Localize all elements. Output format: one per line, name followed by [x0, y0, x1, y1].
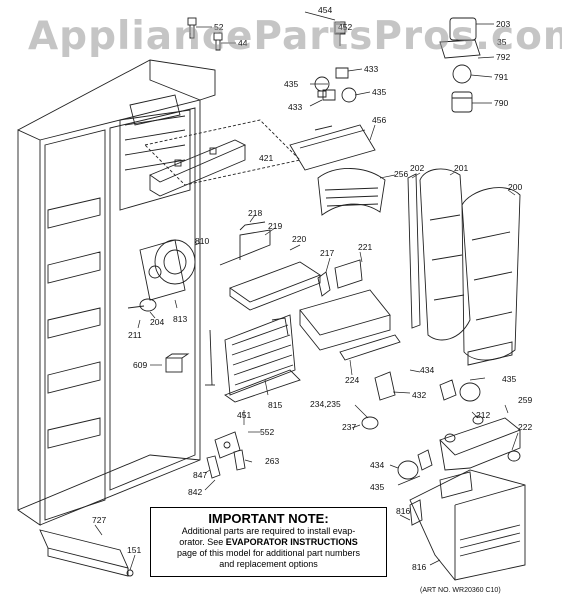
- part-label-204: 204: [150, 317, 164, 327]
- note-line-2-bold: EVAPORATOR INSTRUCTIONS: [225, 537, 358, 547]
- part-label-452a: 452: [338, 22, 352, 32]
- sensor-454: [304, 11, 346, 46]
- part-label-434b: 434: [370, 460, 384, 470]
- part-label-727: 727: [92, 515, 106, 525]
- part-label-842: 842: [188, 487, 202, 497]
- note-line-3: page of this model for additional part n…: [176, 548, 361, 558]
- part-label-813: 813: [173, 314, 187, 324]
- part-label-201: 201: [454, 163, 468, 173]
- part-label-237: 237: [342, 422, 356, 432]
- part-label-816a: 816: [396, 506, 410, 516]
- fan-motor-810: [127, 239, 196, 312]
- part-label-456: 456: [372, 115, 386, 125]
- part-label-435a: 435: [284, 79, 298, 89]
- part-label-791: 791: [494, 72, 508, 82]
- important-note: IMPORTANT NOTE: Additional parts are req…: [150, 507, 387, 577]
- part-label-219: 219: [268, 221, 282, 231]
- part-label-218: 218: [248, 208, 262, 218]
- part-label-847: 847: [193, 470, 207, 480]
- fastener-452: [187, 17, 197, 39]
- part-label-435d: 435: [370, 482, 384, 492]
- part-label-211: 211: [128, 330, 142, 340]
- part-label-222: 222: [518, 422, 532, 432]
- part-label-435c: 435: [502, 374, 516, 384]
- part-label-816b: 816: [412, 562, 426, 572]
- part-label-151: 151: [127, 545, 141, 555]
- note-line-2-pre: orator. See: [179, 537, 226, 547]
- panel-201: [419, 168, 471, 341]
- tray-256: [317, 168, 386, 216]
- part-label-256: 256: [394, 169, 408, 179]
- part-label-790: 790: [494, 98, 508, 108]
- part-number-labels: 454 452 52 44 203 35 792 791 790 435 433 433 435 456 4…: [92, 5, 532, 572]
- part-label-220: 220: [292, 234, 306, 244]
- cover-816: [409, 469, 526, 581]
- part-label-433a: 433: [364, 64, 378, 74]
- grille-727: [39, 529, 129, 577]
- trim-224: [339, 334, 401, 361]
- diffuser-456: [289, 124, 376, 171]
- heater-847: [206, 455, 221, 479]
- part-label-451: 451: [237, 410, 251, 420]
- part-label-221: 221: [358, 242, 372, 252]
- bracket-451: [214, 431, 241, 459]
- evaporator-815: [205, 314, 301, 403]
- part-label-421: 421: [259, 153, 273, 163]
- lamp-434-low: [397, 449, 433, 480]
- socket-432: [374, 371, 396, 401]
- part-label-202: 202: [410, 163, 424, 173]
- part-label-35: 35: [497, 37, 507, 47]
- part-label-234: 234,235: [310, 399, 341, 409]
- part-label-224: 224: [345, 375, 359, 385]
- part-label-203: 203: [496, 19, 510, 29]
- part-label-434a: 434: [420, 365, 434, 375]
- panel-200: [461, 187, 521, 366]
- lamp-434-mid: [439, 379, 481, 402]
- duct-218-220: [219, 221, 321, 311]
- lamp-435-top: [314, 67, 357, 103]
- part-label-200: 200: [508, 182, 522, 192]
- note-line-4: and replacement options: [219, 559, 318, 569]
- damper-217: [317, 271, 331, 297]
- part-label-609: 609: [133, 360, 147, 370]
- note-title: IMPORTANT NOTE:: [208, 511, 329, 526]
- fastener-44: [213, 32, 223, 51]
- part-label-212: 212: [476, 410, 490, 420]
- part-label-259: 259: [518, 395, 532, 405]
- note-line-2: orator. See EVAPORATOR INSTRUCTIONS: [151, 537, 386, 548]
- light-shield-421: [144, 119, 301, 197]
- part-label-792: 792: [496, 52, 510, 62]
- part-label-552: 552: [260, 427, 274, 437]
- thermostat-609: [165, 353, 190, 373]
- leader-lines: [94, 23, 519, 571]
- ring-237: [361, 416, 379, 430]
- cover-221: [299, 259, 391, 351]
- damper-203: [439, 17, 481, 113]
- art-number: (ART NO. WR20360 C10): [420, 587, 501, 594]
- part-label-263: 263: [265, 456, 279, 466]
- note-line-1: Additional parts are required to install…: [181, 526, 356, 536]
- part-label-433b: 433: [288, 102, 302, 112]
- panel-202: [407, 173, 421, 329]
- part-label-432: 432: [412, 390, 426, 400]
- part-label-52: 52: [214, 22, 224, 32]
- cabinet-liner: [17, 59, 216, 526]
- part-label-217: 217: [320, 248, 334, 258]
- housing-259: [439, 415, 521, 471]
- part-label-815: 815: [268, 400, 282, 410]
- part-label-435b: 435: [372, 87, 386, 97]
- part-label-810: 810: [195, 236, 209, 246]
- part-label-454a: 454: [318, 5, 332, 15]
- part-label-44: 44: [238, 38, 248, 48]
- fitting-263: [233, 449, 246, 471]
